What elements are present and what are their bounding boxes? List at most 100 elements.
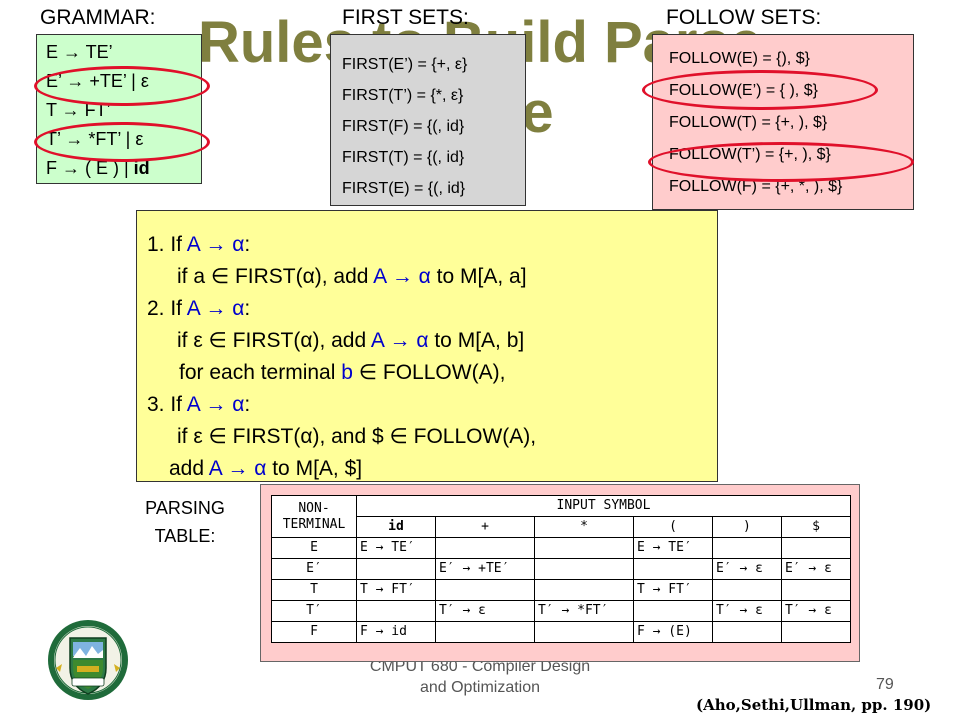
nonterminal-header: NON-TERMINAL (271, 495, 357, 538)
rule-text: 3. If (147, 393, 187, 416)
table-cell: T′ → *FT′ (533, 600, 634, 622)
table-cell (780, 579, 852, 601)
symbol-header: ) (711, 516, 782, 538)
rule-text: 1. If (147, 233, 187, 256)
table-cell (780, 537, 852, 559)
table-cell (533, 558, 634, 580)
citation: (Aho,Sethi,Ullman, pp. 190) (696, 696, 932, 714)
table-row: T T → FT′ T → FT′ (271, 579, 852, 601)
parsing-table-box: NON-TERMINAL INPUT SYMBOL id + * ( ) $ E… (260, 484, 860, 662)
table-cell: E′ → +TE′ (434, 558, 535, 580)
rule-text: if ε ∈ FIRST(α), add (177, 329, 371, 352)
rule-production: A → α (373, 265, 431, 288)
table-cell (356, 600, 436, 622)
rule-2-body: if ε ∈ FIRST(α), add A → α to M[A, b] (147, 325, 717, 357)
rule-production: A → α (186, 297, 245, 320)
grammar-rule: E’ → +TE’ | ε (46, 71, 149, 91)
footer-text: and Optimization (419, 679, 541, 696)
symbol-header: id (356, 516, 436, 538)
first-set-line: FIRST(E’) = {+, ε} (342, 56, 468, 73)
symbol-header: + (434, 516, 535, 538)
table-cell: T → FT′ (632, 579, 713, 601)
rule-1-body: if a ∈ FIRST(α), add A → α to M[A, a] (147, 261, 717, 293)
rule-1-heading: 1. If A → α: (147, 229, 717, 261)
rule-text: if ε ∈ FIRST(α), and $ ∈ FOLLOW(A), (177, 425, 537, 448)
grammar-rule-text: F → ( E ) | (46, 158, 134, 178)
id-keyword: id (133, 158, 150, 178)
first-set-line: FIRST(E) = {(, id} (342, 180, 466, 197)
rule-text: to M[A, a] (430, 265, 527, 288)
parsing-table: NON-TERMINAL INPUT SYMBOL id + * ( ) $ E… (271, 495, 852, 643)
label-line: TABLE: (154, 526, 216, 546)
first-sets-box: FIRST(E’) = {+, ε} FIRST(T’) = {*, ε} FI… (330, 34, 526, 206)
table-cell (434, 621, 535, 643)
rule-text: : (244, 233, 251, 256)
nonterminal-cell: F (271, 621, 357, 643)
table-cell: T → FT′ (356, 579, 436, 601)
rule-3-body: if ε ∈ FIRST(α), and $ ∈ FOLLOW(A), (147, 421, 717, 453)
first-set-line: FIRST(F) = {(, id} (342, 118, 465, 135)
grammar-rule: T’ → *FT’ | ε (46, 129, 144, 149)
table-row: F F → id F → (E) (271, 621, 852, 643)
follow-set-line: FOLLOW(T) = {+, ), $} (669, 114, 828, 131)
table-cell (533, 579, 634, 601)
table-cell (632, 600, 713, 622)
grammar-rule-f: F → ( E ) | id (46, 154, 201, 183)
rule-text: 2. If (147, 297, 187, 320)
header-text: NON- (298, 500, 330, 516)
rule-3-body-2: add A → α to M[A, $] (147, 453, 717, 485)
nonterminal-cell: E′ (271, 558, 357, 580)
table-cell: E → TE′ (632, 537, 713, 559)
table-cell: F → (E) (632, 621, 713, 643)
rule-text: for each terminal (179, 361, 342, 384)
footer-text: CMPUT 680 - Compiler Design (369, 658, 591, 675)
first-set-line: FIRST(T’) = {*, ε} (342, 87, 464, 104)
rule-text: to M[A, $] (266, 457, 363, 480)
table-row: E E → TE′ E → TE′ (271, 537, 852, 559)
first-set-line: FIRST(T) = {(, id} (342, 149, 465, 166)
rules-box: 1. If A → α: if a ∈ FIRST(α), add A → α … (136, 210, 718, 482)
header-text: TERMINAL (282, 516, 346, 532)
table-cell (711, 579, 782, 601)
table-cell (533, 621, 634, 643)
table-cell: E′ → ε (711, 558, 782, 580)
input-symbol-header: INPUT SYMBOL (356, 495, 851, 517)
rule-production: A → α (186, 393, 245, 416)
table-cell (356, 558, 436, 580)
table-cell (533, 537, 634, 559)
page-number: 79 (876, 676, 894, 693)
table-cell (632, 558, 713, 580)
rule-production: A → α (208, 457, 267, 480)
grammar-box: E → TE’ E’ → +TE’ | ε T → FT’ T’ → *FT’ … (36, 34, 202, 184)
rule-text: : (244, 393, 251, 416)
follow-set-line: FOLLOW(E) = {), $} (669, 50, 810, 67)
follow-set-line: FOLLOW(T’) = {+, ), $} (669, 146, 831, 163)
follow-set-line: FOLLOW(F) = {+, *, ), $} (669, 178, 843, 195)
table-cell (780, 621, 852, 643)
grammar-label: GRAMMAR: (40, 6, 156, 29)
grammar-rule: T → FT’ (46, 100, 111, 120)
table-cell (711, 621, 782, 643)
rule-text: add (169, 457, 209, 480)
table-cell: T′ → ε (711, 600, 782, 622)
table-cell: F → id (356, 621, 436, 643)
course-footer: CMPUT 680 - Compiler Design and Optimiza… (290, 656, 670, 698)
rule-2-heading: 2. If A → α: (147, 293, 717, 325)
nonterminal-cell: T (271, 579, 357, 601)
rule-text: ∈ FOLLOW(A), (352, 361, 506, 384)
table-cell: T′ → ε (434, 600, 535, 622)
table-cell (434, 537, 535, 559)
table-cell: E′ → ε (780, 558, 852, 580)
rule-text: : (244, 297, 251, 320)
follow-set-line: FOLLOW(E’) = { ), $} (669, 82, 818, 99)
follow-sets-box: FOLLOW(E) = {), $} FOLLOW(E’) = { ), $} … (652, 34, 914, 210)
symbol-header: $ (780, 516, 852, 538)
rule-text: if a ∈ FIRST(α), add (177, 265, 374, 288)
rule-terminal: b (341, 361, 353, 384)
table-cell (711, 537, 782, 559)
symbol-header: ( (632, 516, 713, 538)
rule-text: to M[A, b] (428, 329, 525, 352)
rule-production: A → α (370, 329, 429, 352)
university-crest-icon (48, 620, 128, 700)
table-cell: T′ → ε (780, 600, 852, 622)
